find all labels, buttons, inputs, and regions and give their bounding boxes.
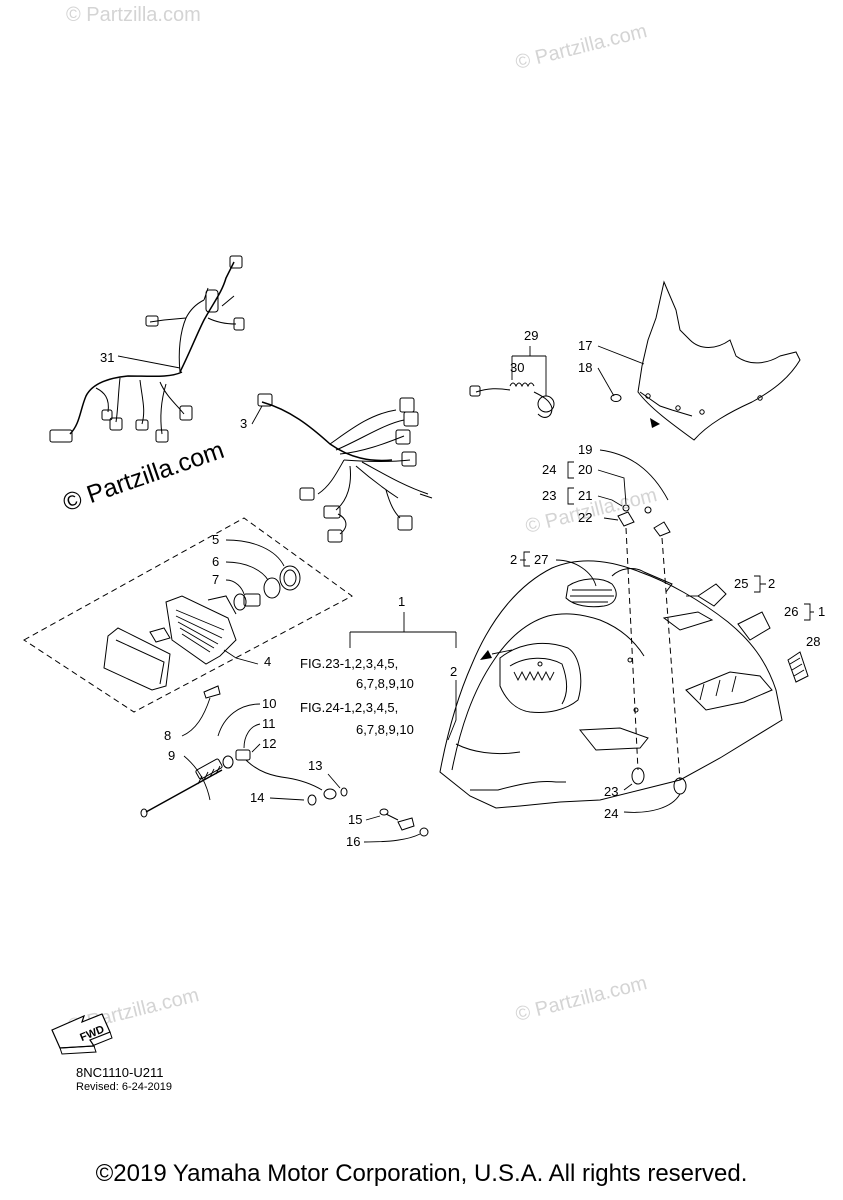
callout-23: 23 — [604, 784, 618, 799]
callout-1b: 1 — [818, 604, 825, 619]
callout-12: 12 — [262, 736, 276, 751]
callout-11: 11 — [262, 716, 276, 731]
callout-19: 19 — [578, 442, 592, 457]
callout-30: 30 — [510, 360, 524, 375]
callout-31: 31 — [100, 350, 114, 365]
fwd-arrow-icon: FWD — [51, 1013, 113, 1055]
ref-fig24-line1: FIG.24-1,2,3,4,5, — [300, 700, 398, 715]
callout-4: 4 — [264, 654, 271, 669]
adjuster-cable — [235, 749, 348, 806]
watermark: © Partzilla.com — [66, 4, 201, 26]
ref-fig23-line2: 6,7,8,9,10 — [356, 676, 414, 691]
callout-26: 26 — [784, 604, 798, 619]
callout-3: 3 — [240, 416, 247, 431]
callout-18: 18 — [578, 360, 592, 375]
callout-2: 2 — [768, 576, 775, 591]
lanyard-29-30 — [469, 382, 555, 418]
headlight-unit — [103, 595, 237, 691]
callout-7: 7 — [212, 572, 219, 587]
callout-2: 2 — [450, 664, 457, 679]
callout-17: 17 — [578, 338, 592, 353]
hood-1 — [439, 560, 783, 809]
callout-16: 16 — [346, 834, 360, 849]
callout-25: 25 — [734, 576, 748, 591]
callout-24: 24 — [604, 806, 618, 821]
document-id: 8NC1110-U211 — [76, 1065, 164, 1080]
callout-6: 6 — [212, 554, 219, 569]
callout-15: 15 — [348, 812, 362, 827]
revision-date: Revised: 6-24-2019 — [76, 1081, 173, 1093]
callout-27: 27 — [534, 552, 548, 567]
callout-2: 2 — [510, 552, 517, 567]
callout-5: 5 — [212, 532, 219, 547]
headlight-assembly-box — [23, 517, 353, 713]
wire-harness-31 — [49, 255, 245, 443]
callout-14: 14 — [250, 790, 264, 805]
callout-10: 10 — [262, 696, 276, 711]
callout-21: 21 — [578, 488, 592, 503]
callout-1: 1 — [398, 594, 405, 609]
callout-24: 24 — [542, 462, 556, 477]
callout-28: 28 — [806, 634, 820, 649]
callout-13: 13 — [308, 758, 322, 773]
adjuster-bolt-9 — [140, 755, 234, 818]
ref-fig23-line1: FIG.23-1,2,3,4,5, — [300, 656, 398, 671]
sub-harness-3 — [257, 393, 433, 543]
callout-23: 23 — [542, 488, 556, 503]
copyright-notice: ©2019 Yamaha Motor Corporation, U.S.A. A… — [95, 1160, 748, 1187]
windshield-17 — [637, 280, 801, 441]
bulb-socket — [233, 565, 301, 611]
callout-22: 22 — [578, 510, 592, 525]
callout-20: 20 — [578, 462, 592, 477]
clip-15-16 — [379, 808, 429, 837]
callout-29: 29 — [524, 328, 538, 343]
callout-8: 8 — [164, 728, 171, 743]
callout-9: 9 — [168, 748, 175, 763]
ref-fig24-line2: 6,7,8,9,10 — [356, 722, 414, 737]
